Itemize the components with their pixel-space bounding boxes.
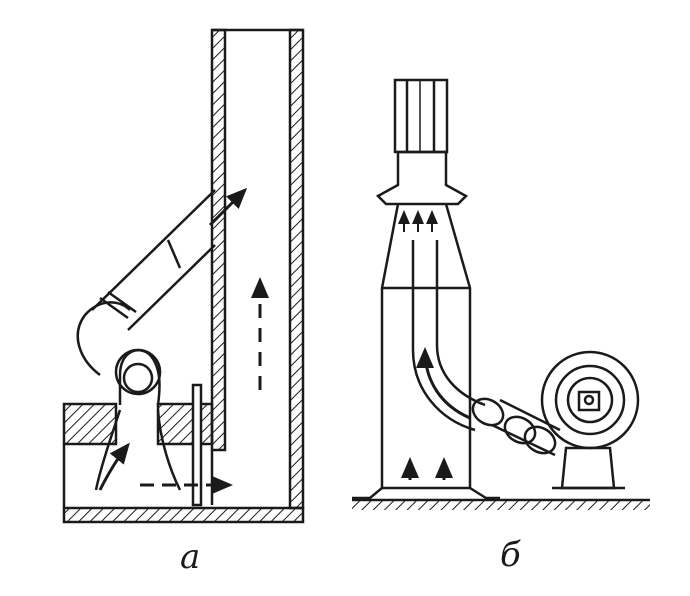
discharge-pipe-upper <box>127 244 216 331</box>
figure-label-b: б <box>500 535 521 575</box>
motor-box <box>577 390 601 412</box>
flow-arrow-fan-inlet <box>98 442 130 491</box>
figure-label-a: а <box>180 537 201 577</box>
discharge-pipe-lower <box>91 189 216 311</box>
figure-b <box>352 78 650 510</box>
stack-cone <box>380 203 472 490</box>
floor-slab-left <box>62 402 118 446</box>
chimney-right-wall <box>288 28 305 510</box>
figure-a <box>62 28 305 524</box>
stack-top <box>393 78 449 154</box>
fan-volute-a <box>118 349 161 406</box>
chimney-left-wall <box>210 28 227 452</box>
inner-curved-pipe <box>411 240 476 432</box>
damper-rod <box>191 383 203 507</box>
flow-arrow-pipe <box>208 187 248 227</box>
floor-slab-right <box>156 402 214 446</box>
flow-arrow-pipe-b <box>416 347 471 420</box>
base-slab <box>62 506 305 524</box>
stack-flange <box>375 150 469 206</box>
fan-support <box>560 446 616 490</box>
